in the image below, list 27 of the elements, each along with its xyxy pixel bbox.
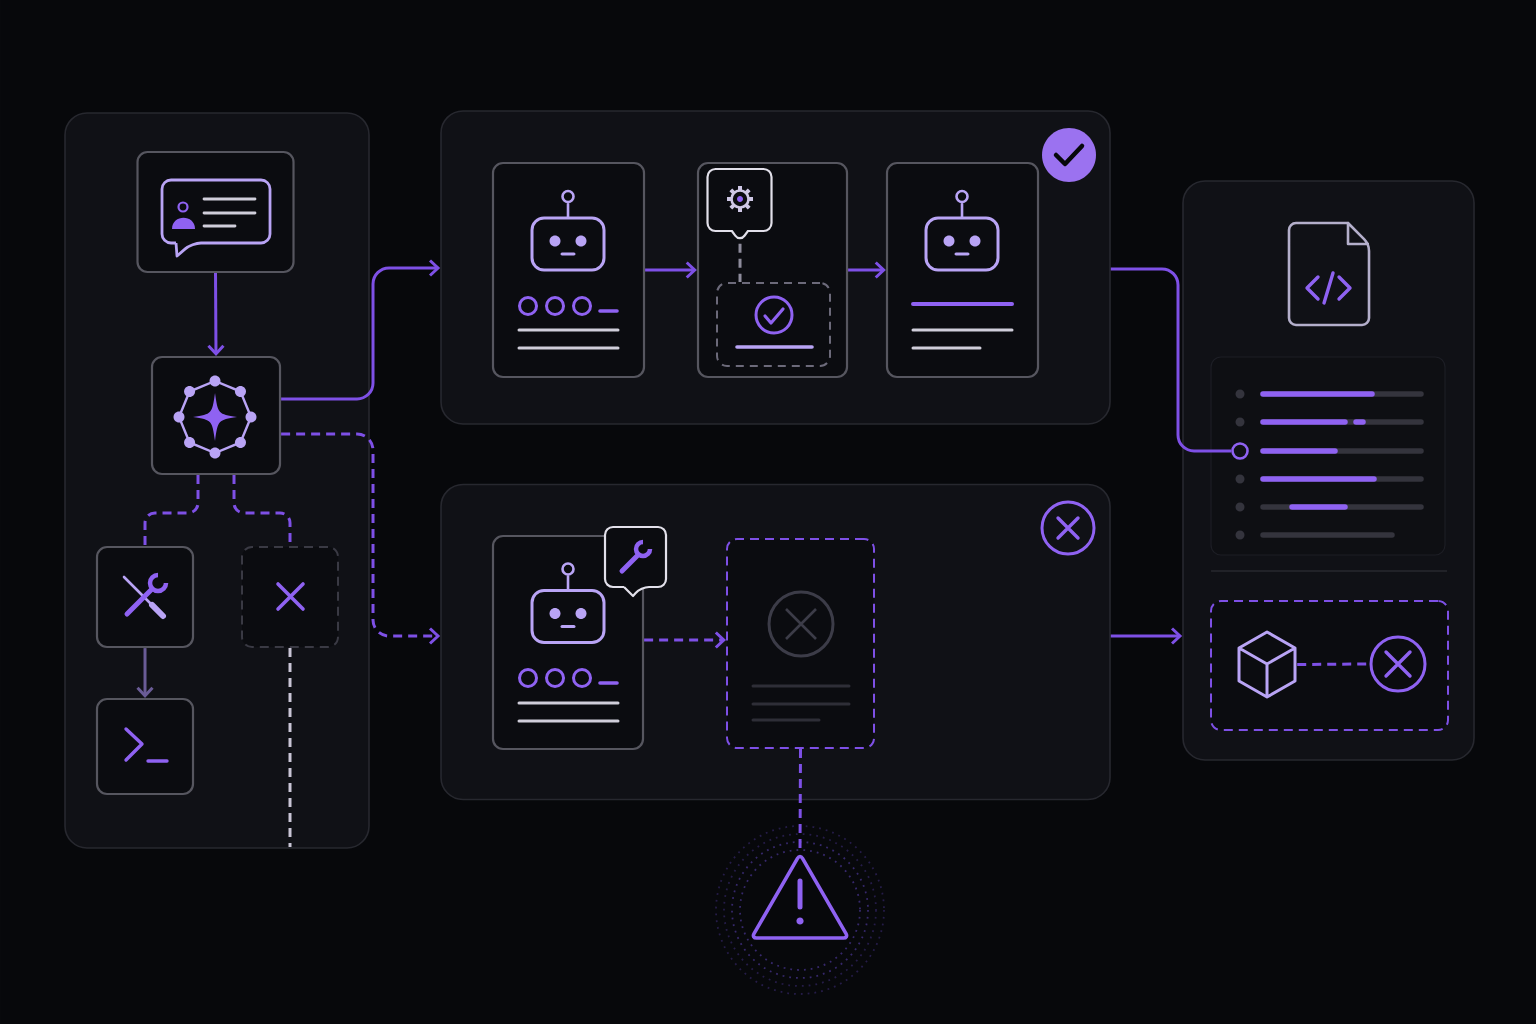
arrow [281, 259, 441, 401]
card [136, 150, 295, 274]
card [150, 355, 282, 476]
dashed-line [288, 648, 292, 847]
dashed-line [738, 243, 742, 282]
card [885, 161, 1040, 379]
circle-marker [1231, 442, 1249, 460]
connector-line [1110, 267, 1232, 453]
dashed-card [241, 546, 339, 648]
dashed-line [143, 475, 200, 546]
warning-triangle [751, 854, 849, 940]
dashed-box [716, 282, 831, 367]
x-circle-icon [1369, 635, 1427, 693]
card [95, 697, 195, 796]
arrow [1110, 627, 1183, 645]
dashed-line [798, 749, 802, 851]
dashed-arrow [281, 432, 441, 645]
cube-icon [1237, 630, 1297, 699]
arrow [207, 273, 225, 356]
card [95, 545, 195, 649]
arrow [848, 261, 886, 279]
arrow [645, 261, 697, 279]
dashed-card [1210, 600, 1449, 731]
dashed-card [726, 538, 875, 749]
arrow [136, 648, 154, 698]
dashed-arrow [644, 631, 726, 649]
card [491, 161, 646, 379]
